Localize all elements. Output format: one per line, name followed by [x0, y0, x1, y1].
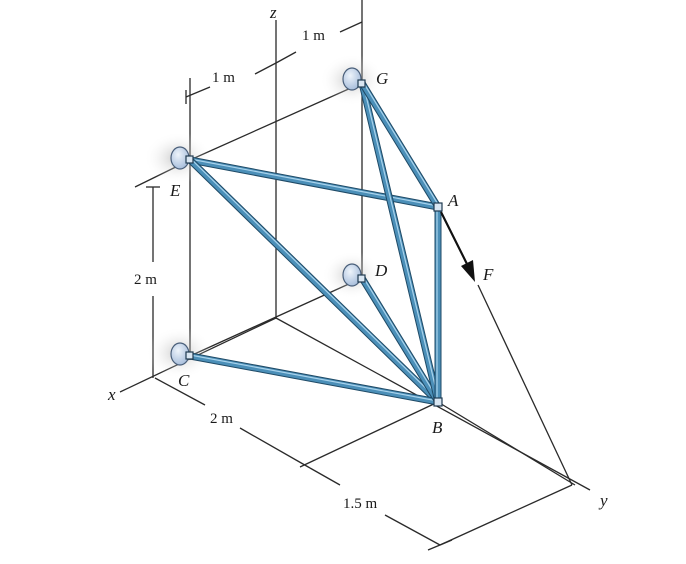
axis-labels: x y z	[107, 3, 608, 510]
axis-z-label: z	[269, 3, 277, 22]
dim-1m-right: 1 m	[302, 28, 325, 44]
axis-y-label: y	[598, 491, 608, 510]
member-DB	[358, 274, 442, 406]
support-G-icon	[342, 67, 362, 91]
member-GB	[358, 79, 442, 406]
ball-supports	[170, 67, 362, 366]
axis-x-label: x	[107, 385, 116, 404]
label-C: C	[178, 371, 190, 390]
truss-members	[186, 79, 442, 406]
label-B: B	[432, 418, 443, 437]
member-EB	[186, 156, 442, 406]
dim-2m-bottom: 2 m	[210, 411, 233, 427]
label-E: E	[169, 181, 181, 200]
label-D: D	[374, 261, 388, 280]
dim-2m-vertical: 2 m	[134, 272, 157, 288]
joint-labels: A B C D E G F	[169, 69, 494, 437]
member-EA	[186, 156, 442, 211]
dim-1m-left: 1 m	[212, 70, 235, 86]
label-A: A	[447, 191, 459, 210]
support-shadows	[144, 54, 384, 379]
label-F: F	[482, 265, 494, 284]
joint-pins	[185, 79, 443, 407]
member-AB	[434, 203, 442, 406]
dim-1-5m: 1.5 m	[343, 496, 378, 512]
member-GA	[358, 79, 442, 211]
member-CB	[186, 352, 442, 406]
force-F-arrow	[440, 211, 475, 282]
construction-lines	[119, 0, 591, 551]
dimension-labels: 1 m 1 m 2 m 2 m 1.5 m	[134, 28, 378, 512]
label-G: G	[376, 69, 388, 88]
